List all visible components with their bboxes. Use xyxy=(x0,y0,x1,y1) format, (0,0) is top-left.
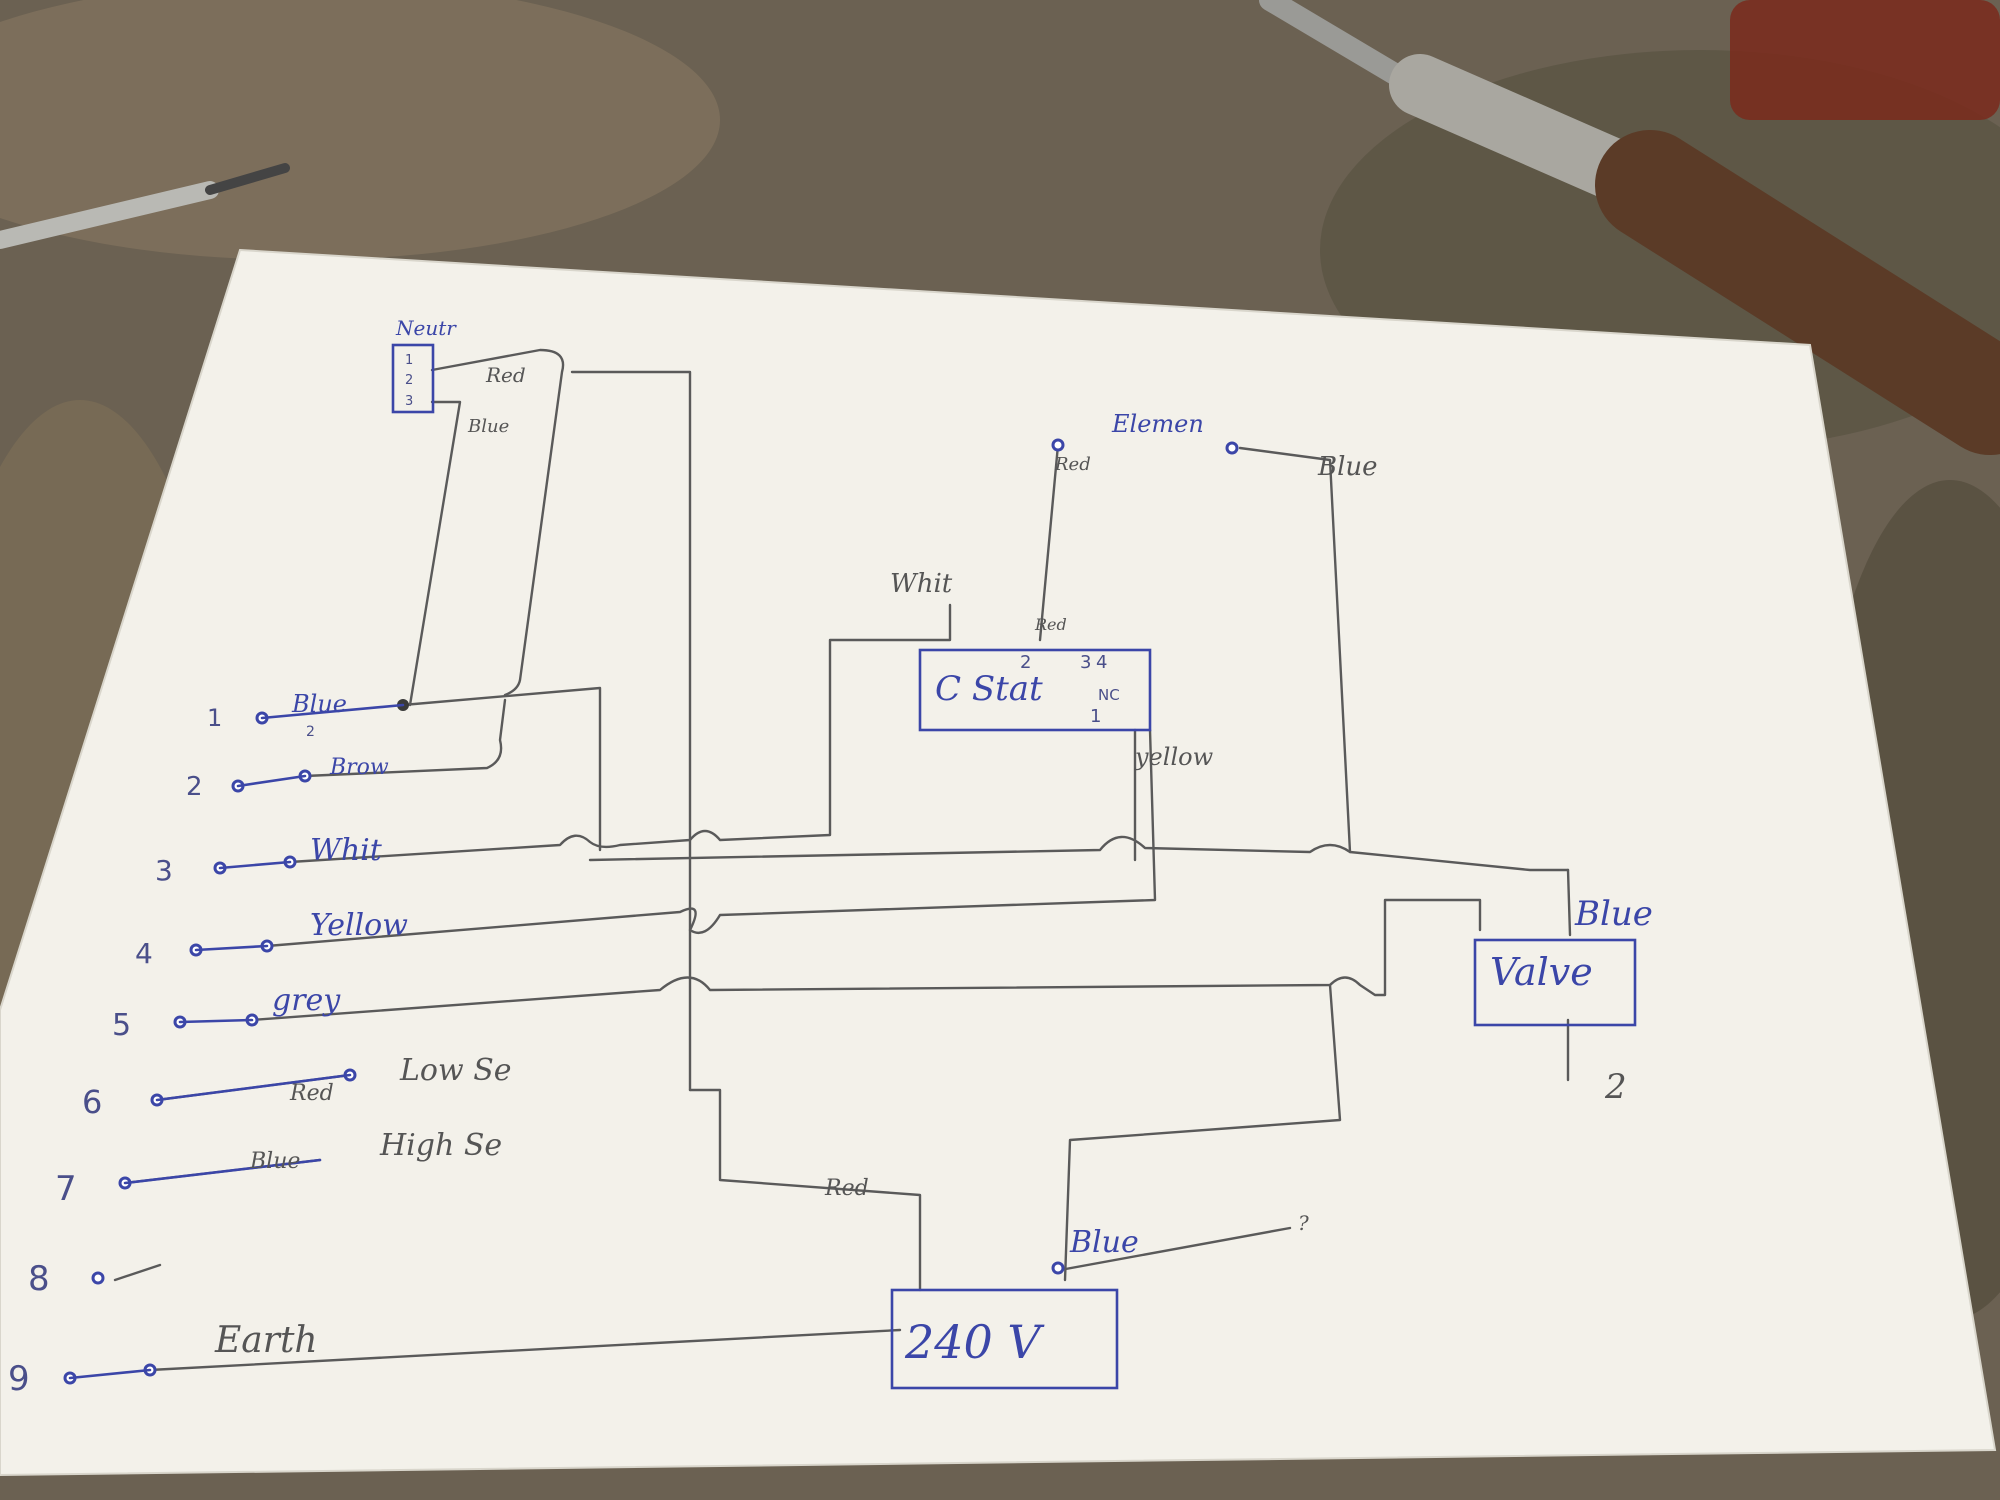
terminal-9-number: 9 xyxy=(8,1359,30,1399)
supply-unknown-mark: ? xyxy=(1298,1211,1309,1235)
terminal-strip: 1 Blue 2 2 Brow 3 Whit 4 Yellow 5 grey 6… xyxy=(8,690,512,1399)
stat-box xyxy=(918,648,1152,732)
supply-240v-box xyxy=(890,1288,1119,1390)
terminal-5-color: grey xyxy=(272,983,341,1018)
valve-box xyxy=(1473,938,1637,1027)
element-label: Elemen xyxy=(1111,410,1204,438)
terminal-7-number: 7 xyxy=(55,1169,77,1209)
stat-terminal-3: 3 xyxy=(1080,652,1091,673)
neutral-terminal-block xyxy=(391,343,435,414)
white-wire xyxy=(288,603,952,864)
neutral-block-label: Neutr xyxy=(395,316,457,340)
terminal-6-sub: Low Se xyxy=(399,1053,512,1088)
terminal-3-color: Whit xyxy=(310,833,383,868)
terminal-1-sub: 2 xyxy=(306,724,315,740)
terminal-7-color: Blue xyxy=(249,1149,300,1174)
terminal-4-color: Yellow xyxy=(310,908,408,943)
stat-terminal-4: 4 xyxy=(1096,652,1107,673)
neutral-red-label: Red xyxy=(485,363,526,387)
neutral-blue-label: Blue xyxy=(467,416,509,437)
stat-yellow-label: yellow xyxy=(1134,743,1214,771)
terminal-9-color: Earth xyxy=(214,1320,318,1361)
valve-terminal-label: 2 xyxy=(1604,1067,1627,1107)
stat-terminal-1: 1 xyxy=(1090,706,1101,727)
earth-wire xyxy=(148,1328,902,1372)
neutral-terminal-2: 2 xyxy=(405,373,413,388)
terminal-3-number: 3 xyxy=(155,854,173,887)
screwdriver-right-icon xyxy=(1259,0,2000,455)
terminal-2-number: 2 xyxy=(186,772,203,802)
supply-red-label: Red xyxy=(824,1176,869,1201)
paper-sheet xyxy=(0,250,1995,1475)
neutral-red-wire xyxy=(430,348,565,697)
terminal-7-sub: High Se xyxy=(379,1128,502,1163)
terminal-4-number: 4 xyxy=(135,937,153,970)
element-blue-label: Blue xyxy=(1317,452,1378,482)
stat-white-label: Whit xyxy=(890,569,953,599)
terminal-1-number: 1 xyxy=(207,704,222,732)
valve-label: Valve xyxy=(1490,950,1593,994)
terminal-5-number: 5 xyxy=(112,1008,131,1043)
stat-red-label: Red xyxy=(1034,615,1067,634)
neutral-terminal-3: 3 xyxy=(405,394,413,409)
terminal-dots xyxy=(63,438,1239,1385)
terminal-8-number: 8 xyxy=(28,1259,50,1299)
terminal-6-number: 6 xyxy=(82,1083,102,1121)
stat-terminal-2: 2 xyxy=(1020,652,1031,673)
stat-label: C Stat xyxy=(935,669,1043,709)
supply-blue-label: Blue xyxy=(1069,1225,1139,1260)
element-red-label: Red xyxy=(1054,454,1091,475)
terminal-2-color: Brow xyxy=(329,755,389,780)
terminal-1-color: Blue xyxy=(291,690,347,718)
supply-label: 240 V xyxy=(904,1315,1045,1369)
terminal-6-color: Red xyxy=(289,1081,334,1106)
valve-blue-label: Blue xyxy=(1574,894,1653,934)
neutral-terminal-1: 1 xyxy=(405,353,413,368)
stat-terminal-nc: NC xyxy=(1098,686,1120,704)
neutral-blue-wire xyxy=(408,400,462,707)
screwdriver-left-icon xyxy=(0,163,290,249)
